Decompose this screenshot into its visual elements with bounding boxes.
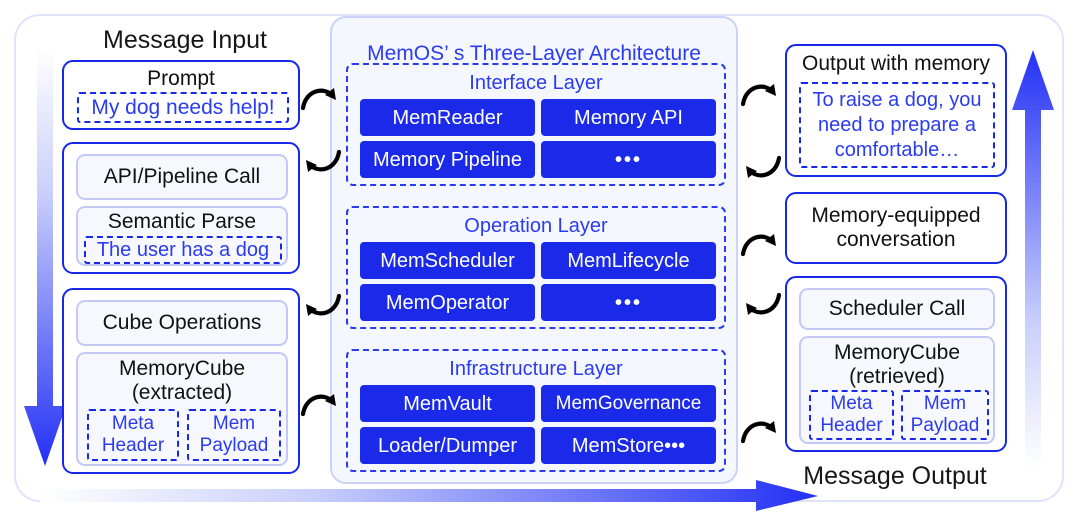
scheduler-call-label: Scheduler Call <box>828 297 966 320</box>
connector-arrow-right-icon-2 <box>300 394 336 417</box>
scheduler-call-item[interactable]: Scheduler Call <box>799 288 995 330</box>
meta-header-right-line2: Header <box>820 415 883 436</box>
bottom-flow-arrow-icon <box>40 480 818 511</box>
meta-header-line1: Meta <box>111 413 155 434</box>
chip-memlifecycle[interactable]: MemLifecycle <box>541 242 716 279</box>
semantic-parse-item[interactable]: Semantic Parse The user has a dog <box>76 206 288 266</box>
mem-payload-tag: Mem Payload <box>187 409 281 461</box>
conversation-line1: Memory-equipped <box>811 204 981 227</box>
chip-memstore[interactable]: MemStore••• <box>541 427 716 464</box>
cube-operations-label: Cube Operations <box>102 311 262 334</box>
mem-payload-right-line1: Mem <box>923 393 967 414</box>
connector-arrow-left-icon-2 <box>306 293 342 316</box>
infrastructure-layer: Infrastructure Layer MemVault MemGoverna… <box>346 349 726 472</box>
connector-arrow-right-icon <box>300 88 336 111</box>
memorycube-retrieved-item[interactable]: MemoryCube (retrieved) Meta Header Mem P… <box>799 336 995 444</box>
left-flow-arrow-icon <box>24 48 66 466</box>
mem-payload-line2: Payload <box>199 435 269 456</box>
interface-layer: Interface Layer MemReader Memory API Mem… <box>346 63 726 186</box>
infrastructure-layer-title: Infrastructure Layer <box>449 358 623 380</box>
conversation-card[interactable]: Memory-equipped conversation <box>785 192 1007 264</box>
meta-header-right-line1: Meta <box>830 393 873 414</box>
interface-layer-title: Interface Layer <box>469 72 603 94</box>
cube-card[interactable]: Cube Operations MemoryCube (extracted) M… <box>62 288 300 474</box>
right-column-title: Message Output <box>803 462 987 490</box>
connector-arrow-upright-icon-2 <box>740 234 776 257</box>
meta-header-line2: Header <box>101 435 165 456</box>
semantic-parse-label: Semantic Parse <box>107 210 257 233</box>
right-flow-arrow-icon <box>1012 50 1054 468</box>
connector-arrow-upright-icon-3 <box>740 421 776 444</box>
conversation-line2: conversation <box>836 228 956 251</box>
parse-card[interactable]: API/Pipeline Call Semantic Parse The use… <box>62 142 300 274</box>
memorycube-retrieved-line2: (retrieved) <box>849 365 945 388</box>
meta-header-tag: Meta Header <box>87 409 179 461</box>
memorycube-extracted-line2: (extracted) <box>131 381 233 404</box>
operation-layer: Operation Layer MemScheduler MemLifecycl… <box>346 206 726 329</box>
architecture-panel: MemOS’ s Three-Layer Architecture Interf… <box>330 16 738 484</box>
chip-memory-api[interactable]: Memory API <box>541 99 716 136</box>
chip-memscheduler[interactable]: MemScheduler <box>360 242 535 279</box>
chip-operation-more[interactable]: ••• <box>541 284 716 321</box>
connector-arrow-downleft-icon-2 <box>746 292 782 315</box>
prompt-quote: My dog needs help! <box>77 92 289 123</box>
architecture-title: MemOS’ s Three-Layer Architecture <box>367 42 701 65</box>
meta-header-tag-right: Meta Header <box>809 390 894 440</box>
chip-memory-pipeline[interactable]: Memory Pipeline <box>360 141 535 178</box>
memorycube-extracted-item[interactable]: MemoryCube (extracted) Meta Header Mem P… <box>76 352 288 466</box>
chip-memreader[interactable]: MemReader <box>360 99 535 136</box>
semantic-parse-quote: The user has a dog <box>84 236 282 264</box>
output-label: Output with memory <box>802 52 990 75</box>
prompt-label: Prompt <box>147 67 215 90</box>
operation-layer-title: Operation Layer <box>464 215 608 237</box>
output-card[interactable]: Output with memory To raise a dog, you n… <box>785 44 1007 177</box>
chip-memvault[interactable]: MemVault <box>360 385 535 422</box>
prompt-card[interactable]: Prompt My dog needs help! <box>62 60 300 130</box>
connector-arrow-left-icon <box>306 149 342 172</box>
chip-interface-more[interactable]: ••• <box>541 141 716 178</box>
chip-loader-dumper[interactable]: Loader/Dumper <box>360 427 535 464</box>
connector-arrow-upright-icon <box>740 84 776 107</box>
chip-memgovernance[interactable]: MemGovernance <box>541 385 716 422</box>
mem-payload-line1: Mem <box>212 413 256 434</box>
mem-payload-tag-right: Mem Payload <box>901 390 989 440</box>
output-quote: To raise a dog, you need to prepare a co… <box>799 82 995 168</box>
chip-memoperator[interactable]: MemOperator <box>360 284 535 321</box>
memorycube-retrieved-line1: MemoryCube <box>833 341 961 364</box>
left-column-title: Message Input <box>103 26 267 54</box>
mem-payload-right-line2: Payload <box>910 415 980 436</box>
connector-arrow-downleft-icon <box>746 155 782 178</box>
api-pipeline-call-label: API/Pipeline Call <box>103 165 261 188</box>
scheduler-card[interactable]: Scheduler Call MemoryCube (retrieved) Me… <box>785 276 1007 452</box>
api-pipeline-call-item[interactable]: API/Pipeline Call <box>76 154 288 200</box>
cube-operations-item[interactable]: Cube Operations <box>76 300 288 346</box>
memorycube-extracted-line1: MemoryCube <box>118 357 246 380</box>
